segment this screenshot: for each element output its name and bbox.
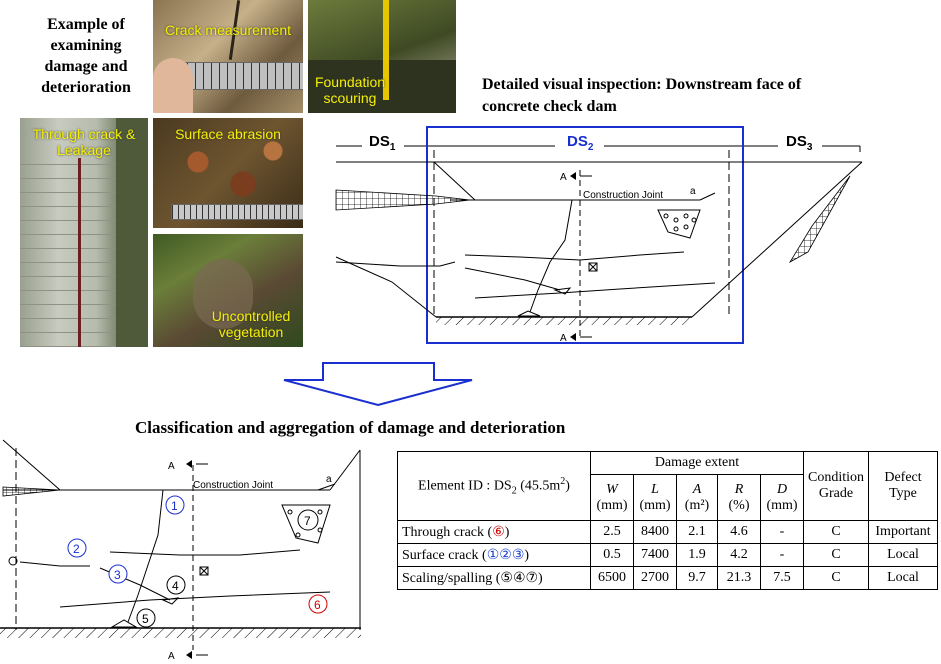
down-arrow [283,362,473,407]
svg-text:3: 3 [114,568,121,582]
col-r: R(%) [717,474,761,521]
caption-through-crack: Through crack & Leakage [32,126,136,158]
caption-surface-abrasion: Surface abrasion [175,126,281,142]
svg-text:2: 2 [73,542,80,556]
lower-label-a: a [326,474,332,485]
construction-joint-label: Construction Joint [583,190,663,201]
photo-crack-measurement: Crack measurement [153,0,303,113]
right-title: Detailed visual inspection: Downstream f… [482,76,802,115]
ds2-box [426,126,744,344]
defect-type-header: Defect Type [868,451,938,521]
photo-surface-abrasion: Surface abrasion [153,118,303,228]
lower-construction-joint: Construction Joint [193,480,273,491]
caption-crack-measurement: Crack measurement [164,22,292,38]
marker-5: 5 [136,608,156,628]
svg-text:4: 4 [172,579,179,593]
left-title: Example of examining damage and deterior… [41,16,131,96]
label-a: a [690,186,696,197]
ds2-label: DS2 [567,133,594,153]
col-a: A(m²) [676,474,718,521]
section-a-bottom: A [560,333,567,344]
marker-6: 6 [308,594,328,614]
col-d: D(mm) [760,474,804,521]
ds1-label: DS1 [369,133,396,153]
marker-7: 7 [297,509,319,531]
section-a-top: A [560,172,567,183]
svg-text:7: 7 [304,514,311,528]
lower-section-a-bottom: A [168,651,175,662]
damage-table: Element ID : DS2 (45.5m2) Damage extent … [397,451,938,590]
marker-4: 4 [166,575,186,595]
damage-extent-header: Damage extent [590,451,804,475]
photo-uncontrolled-vegetation: Uncontrolled vegetation [153,234,303,347]
caption-foundation-scouring: Foundation scouring [314,74,386,106]
photo-foundation-scouring: Foundation scouring [308,0,456,113]
photo-through-crack: Through crack & Leakage [20,118,148,347]
svg-text:1: 1 [171,499,178,513]
marker-3: 3 [108,564,128,584]
element-id-cell: Element ID : DS2 (45.5m2) [397,451,591,521]
section-labels: DS1 DS2 DS3 [369,133,813,153]
spall-shape [657,209,701,239]
svg-text:6: 6 [314,598,321,612]
middle-title: Classification and aggregation of damage… [135,418,566,437]
marker-2: 2 [67,538,87,558]
col-l: L(mm) [633,474,677,521]
col-w: W(mm) [590,474,634,521]
ds3-label: DS3 [786,133,813,153]
marker-1: 1 [165,495,185,515]
caption-uncontrolled-vegetation: Uncontrolled vegetation [211,308,291,340]
condition-grade-header: Condition Grade [803,451,869,521]
svg-text:5: 5 [142,612,149,626]
lower-section-a-top: A [168,461,175,472]
